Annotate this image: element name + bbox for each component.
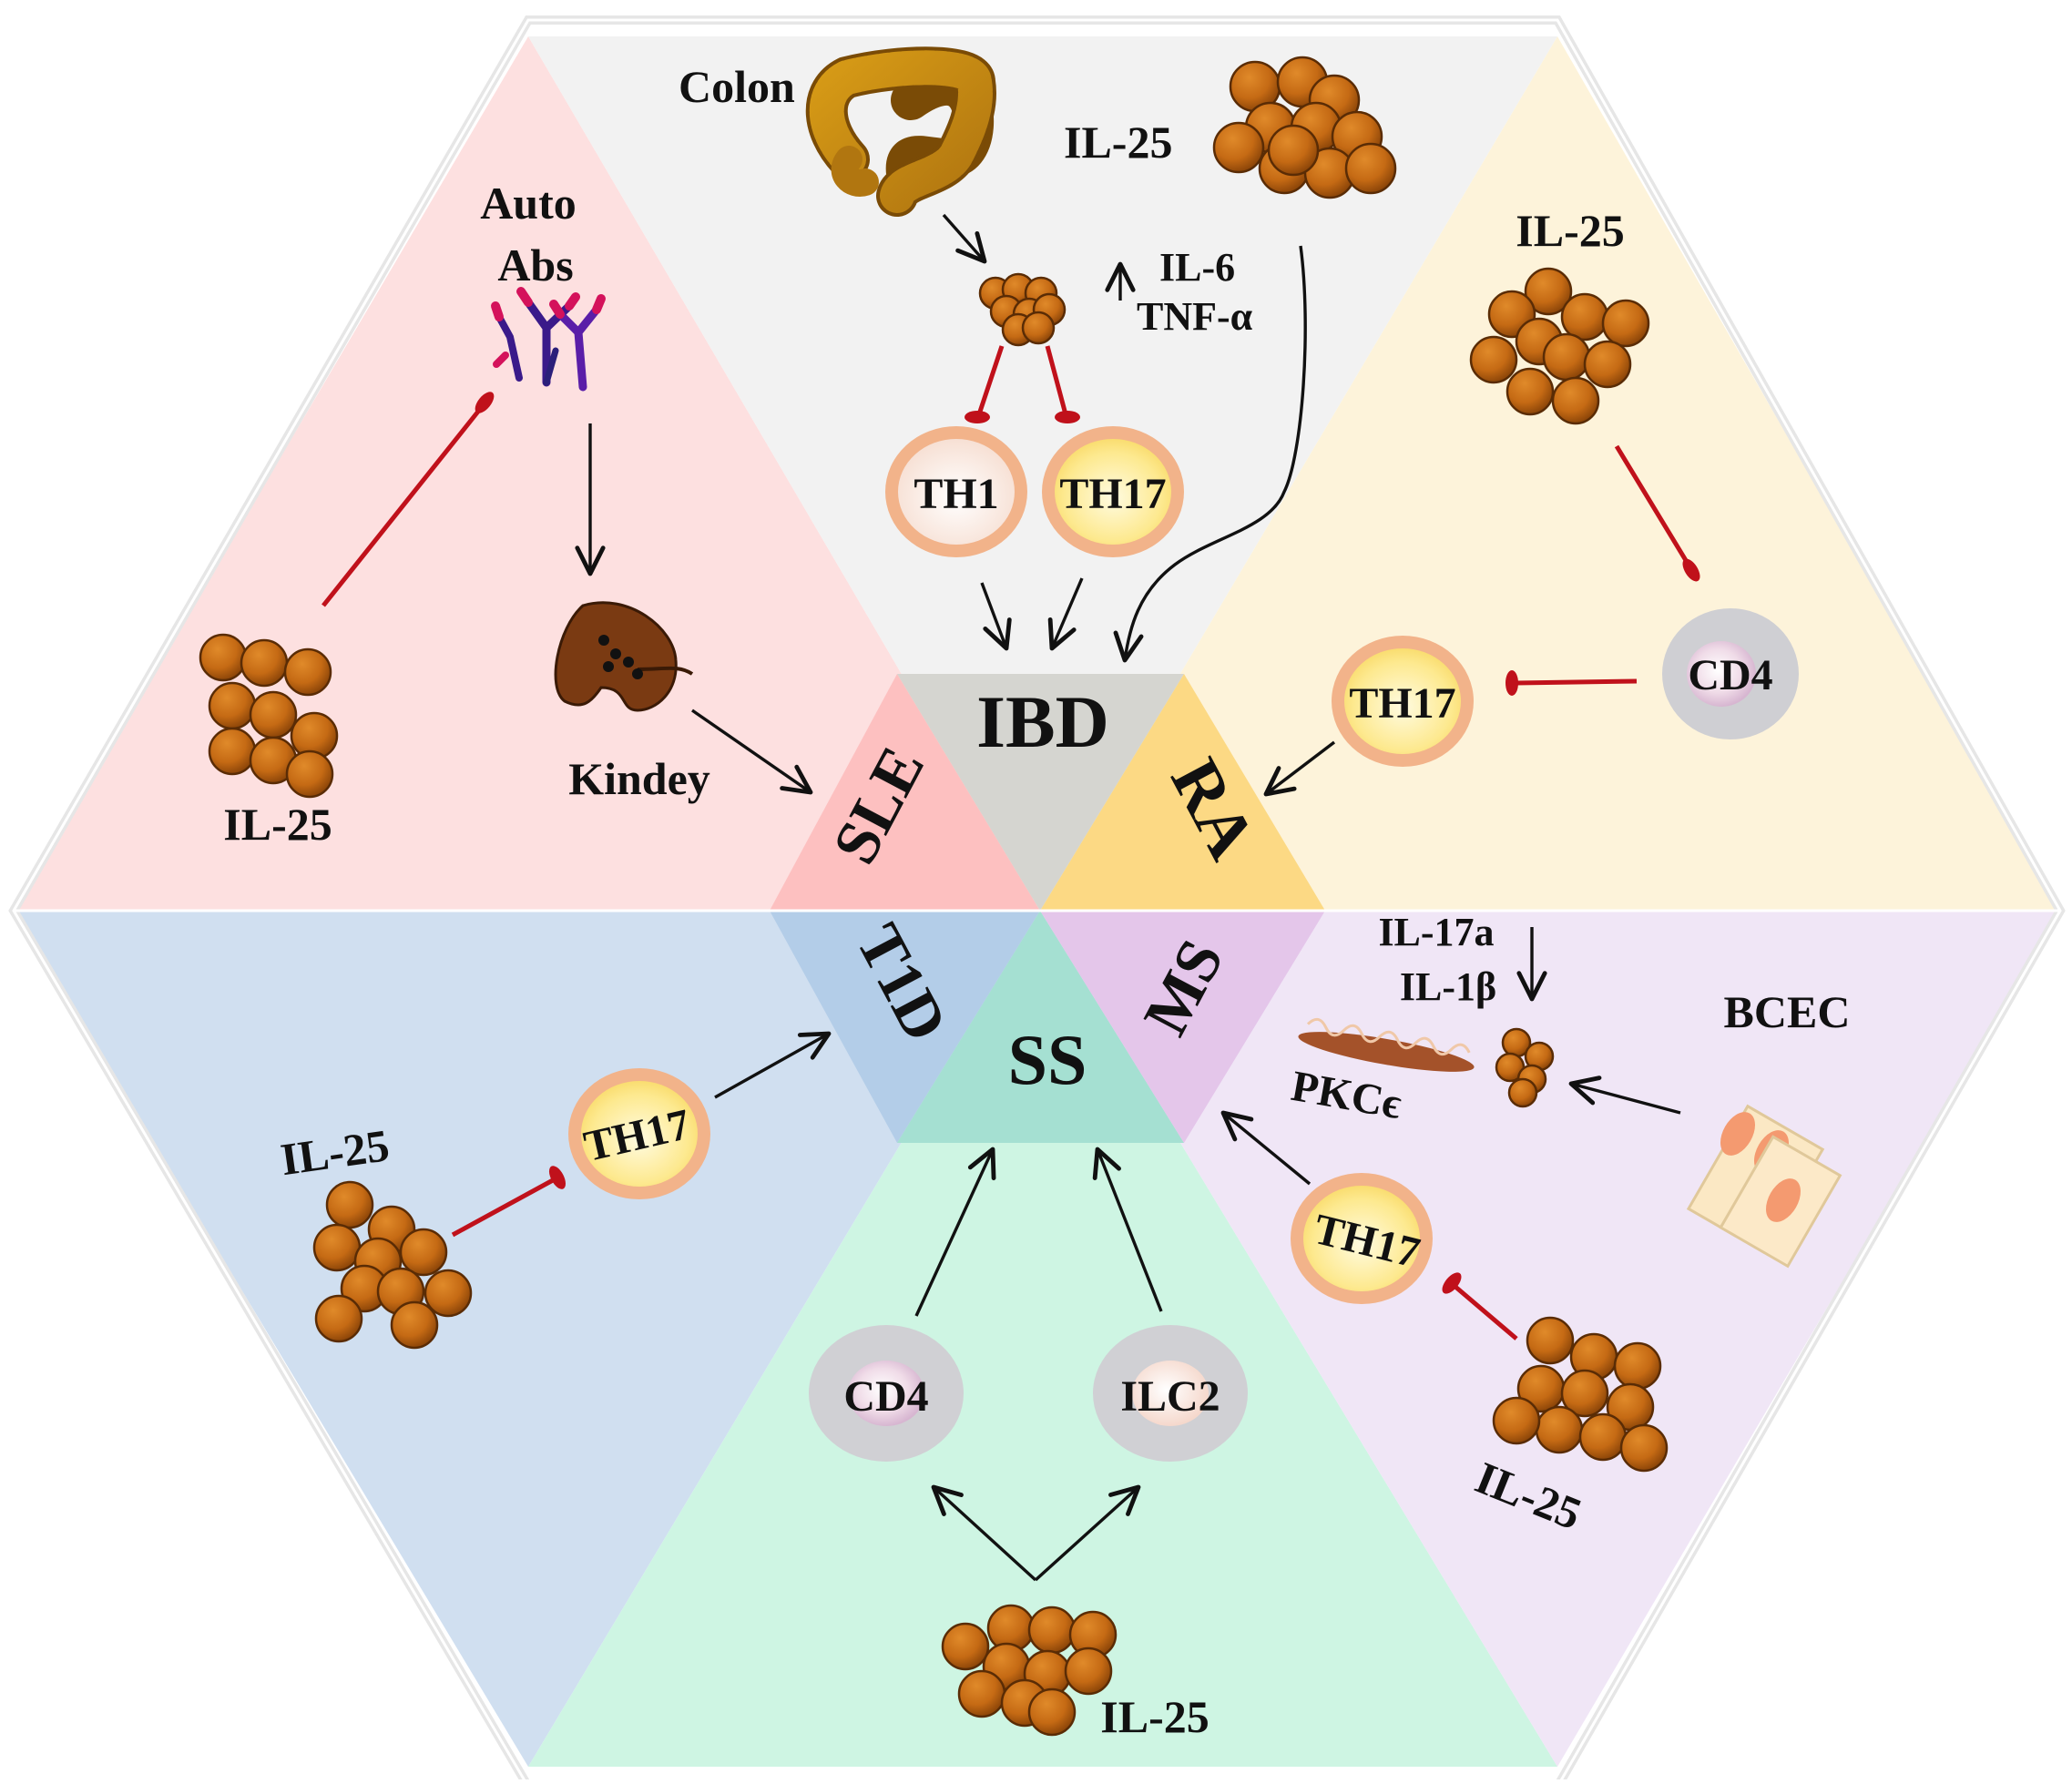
il25-bead bbox=[1613, 1341, 1662, 1391]
il25-cluster-ss bbox=[941, 1604, 1118, 1737]
bcec-label: BCEC bbox=[1724, 986, 1851, 1037]
il25-bead bbox=[1526, 1316, 1575, 1365]
colon-label: Colon bbox=[679, 61, 795, 112]
il25-bead bbox=[1506, 367, 1555, 416]
auto-label: Auto bbox=[480, 178, 577, 229]
th17-t1d-cell: TH17 bbox=[568, 1068, 710, 1199]
il25-bead bbox=[285, 749, 334, 799]
il1b-label: IL-1β bbox=[1400, 964, 1496, 1009]
th17-ra-label: TH17 bbox=[1349, 679, 1455, 728]
il25-bead bbox=[1542, 332, 1591, 382]
ibd-label: IBD bbox=[976, 680, 1109, 763]
il25-bead bbox=[1021, 311, 1056, 345]
t1d-center-triangle bbox=[770, 911, 1040, 1143]
sle-center-triangle bbox=[770, 674, 1040, 911]
il25-bead bbox=[399, 1228, 448, 1277]
th1-label: TH1 bbox=[914, 470, 998, 518]
il25-bead bbox=[1344, 142, 1397, 195]
il25-ss-label: IL-25 bbox=[1100, 1691, 1209, 1742]
il25-ra-label: IL-25 bbox=[1516, 205, 1624, 256]
il25-bead bbox=[1578, 1412, 1628, 1462]
abs-label: Abs bbox=[497, 240, 573, 291]
ibd-center-triangle bbox=[897, 674, 1184, 911]
il25-bead bbox=[249, 690, 298, 739]
th17-ms-cell: TH17 bbox=[1291, 1173, 1433, 1304]
bcec-icon bbox=[1686, 1104, 1842, 1269]
ms-center-triangle bbox=[1040, 911, 1325, 1143]
cd4-ss-cell: CD4 bbox=[809, 1325, 964, 1462]
il6-label: IL-6 bbox=[1159, 245, 1235, 290]
il17a-label: IL-17a bbox=[1378, 910, 1494, 954]
th1-cell: TH1 bbox=[885, 426, 1027, 557]
il25-bead bbox=[1267, 124, 1320, 177]
il25-cluster-ibd-small bbox=[978, 272, 1067, 347]
il25-bead bbox=[1551, 376, 1600, 425]
th17-ibd-label: TH17 bbox=[1059, 470, 1166, 518]
il25-bead bbox=[424, 1269, 473, 1318]
il25-ibd-label: IL-25 bbox=[1064, 117, 1172, 168]
il25-bead bbox=[314, 1294, 363, 1343]
il25-bead bbox=[1583, 340, 1632, 389]
il25-bead bbox=[1027, 1606, 1077, 1655]
il25-bead bbox=[1619, 1423, 1669, 1473]
antibodies-icon bbox=[491, 287, 606, 392]
il25-bead bbox=[240, 638, 289, 688]
il25-bead bbox=[1507, 1077, 1538, 1108]
ss-center-triangle bbox=[897, 911, 1184, 1143]
il25-bead bbox=[199, 633, 248, 682]
ss-label: SS bbox=[1008, 1020, 1087, 1099]
th17-ra-cell: TH17 bbox=[1332, 636, 1474, 767]
il25-bead bbox=[1560, 292, 1609, 342]
cd4-ss-label: CD4 bbox=[843, 1372, 928, 1421]
il25-bead bbox=[1027, 1687, 1077, 1737]
tnf-alpha-label: TNF-α bbox=[1137, 294, 1253, 339]
ibd-sector bbox=[528, 36, 1557, 911]
il25-bead bbox=[1212, 121, 1265, 174]
th17-ibd-cell: TH17 bbox=[1042, 426, 1184, 557]
il25-cluster-ra bbox=[1469, 267, 1650, 425]
ilc2-label: ILC2 bbox=[1120, 1372, 1220, 1421]
ibd-pathway: Colon IL-25 IL-6 TNF-α TH1 bbox=[679, 46, 1307, 663]
il25-clusters bbox=[199, 56, 1669, 1737]
ilc2-cell: ILC2 bbox=[1093, 1325, 1248, 1462]
cd4-ra-label: CD4 bbox=[1688, 651, 1772, 699]
il25-bead bbox=[957, 1669, 1006, 1718]
il25-bead bbox=[312, 1223, 362, 1272]
il25-bead bbox=[1535, 1405, 1584, 1454]
il25-cluster-t1d bbox=[312, 1180, 473, 1350]
ra-pathway: IL-25 CD4 TH17 bbox=[1263, 205, 1799, 797]
t1d-sector bbox=[14, 911, 1040, 1767]
il25-bead bbox=[208, 727, 257, 776]
sle-pathway: Auto Abs Kindey bbox=[223, 178, 813, 850]
il25-bead bbox=[283, 647, 332, 697]
ss-sector bbox=[528, 911, 1557, 1767]
il25-sle-label: IL-25 bbox=[223, 799, 332, 850]
ss-pathway: CD4 ILC2 IL-25 bbox=[809, 1147, 1248, 1742]
il25-bead bbox=[390, 1300, 439, 1350]
cd4-ra-cell: CD4 bbox=[1662, 608, 1799, 739]
il25-bead bbox=[325, 1180, 374, 1229]
il25-bead bbox=[941, 1622, 990, 1671]
ra-center-triangle bbox=[1040, 674, 1325, 911]
il25-cluster-ibd bbox=[1212, 56, 1397, 199]
il25-bead bbox=[1524, 267, 1573, 316]
il25-bead bbox=[208, 681, 257, 730]
ra-sector bbox=[1040, 36, 2060, 911]
il25-bead bbox=[1492, 1396, 1541, 1445]
il25-cluster-ms bbox=[1492, 1316, 1669, 1473]
il25-bead bbox=[1064, 1646, 1113, 1696]
il25-bead bbox=[1560, 1369, 1609, 1418]
il25-cluster-ms-small bbox=[1495, 1027, 1555, 1108]
il25-bead bbox=[1469, 335, 1518, 384]
kidney-icon bbox=[554, 601, 694, 712]
colon-icon bbox=[805, 46, 996, 217]
il25-cluster-sle bbox=[199, 633, 339, 799]
kidney-label: Kindey bbox=[568, 753, 710, 804]
il25-bead bbox=[1601, 299, 1650, 348]
pkc-epsilon-icon bbox=[1298, 1017, 1475, 1072]
